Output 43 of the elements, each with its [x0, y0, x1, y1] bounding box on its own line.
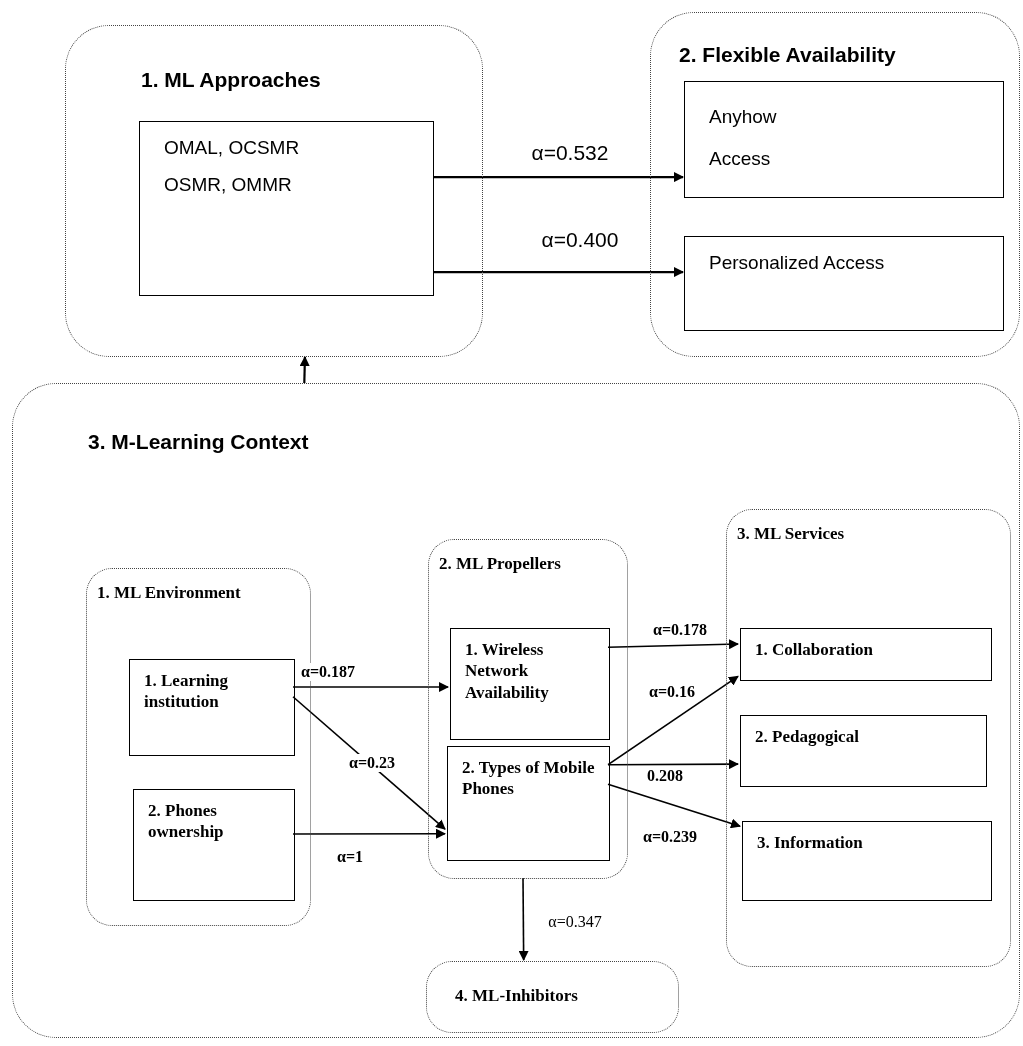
group-heading: 4. ML-Inhibitors	[455, 986, 578, 1006]
text-box	[447, 746, 610, 861]
text-box	[684, 236, 1004, 331]
text-box	[740, 628, 992, 681]
arrow	[607, 759, 739, 770]
arrow	[292, 682, 449, 693]
box-text: 1. Wireless Network Availability	[464, 639, 550, 703]
arrow	[292, 695, 446, 830]
box-text: OSMR, OMMR	[163, 172, 293, 196]
text-box	[139, 121, 434, 296]
group-heading: 1. ML Environment	[97, 583, 241, 603]
arrow	[607, 783, 741, 829]
group-heading: 3. M-Learning Context	[88, 430, 309, 454]
arrow	[292, 828, 446, 839]
text-box	[133, 789, 295, 901]
text-box	[129, 659, 295, 756]
edge-label: α=0.187	[299, 663, 357, 681]
box-text: 2. Pedagogical	[754, 726, 860, 748]
group-panel	[65, 25, 483, 357]
edge-label: α=0.23	[347, 754, 397, 772]
text-box	[450, 628, 610, 740]
box-text: 1. Collaboration	[754, 639, 875, 661]
text-box	[684, 81, 1004, 198]
box-text: OMAL, OCSMR	[163, 136, 301, 160]
box-text: 2. Types of Mobile Phones	[461, 757, 596, 800]
group-heading: 3. ML Services	[737, 524, 845, 544]
arrow	[433, 172, 684, 183]
arrow	[518, 877, 529, 961]
box-text: 3. Information	[756, 832, 864, 854]
box-text: 1. Learning institution	[143, 670, 230, 713]
group-heading: 1. ML Approaches	[141, 68, 321, 92]
arrow	[433, 267, 684, 278]
box-text: Anyhow Access	[708, 105, 778, 171]
arrow	[607, 639, 739, 650]
box-text: 2. Phones ownership	[147, 800, 225, 843]
group-panel	[650, 12, 1020, 357]
group-heading: 2. Flexible Availability	[679, 43, 896, 67]
arrow	[299, 356, 310, 384]
group-heading: 2. ML Propellers	[439, 554, 561, 574]
text-box	[742, 821, 992, 901]
arrow	[607, 675, 739, 766]
text-box	[740, 715, 987, 787]
box-text: Personalized Access	[708, 251, 886, 275]
